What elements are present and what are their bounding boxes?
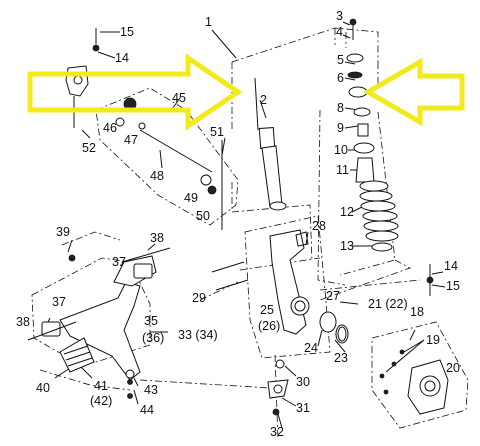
callout-21: 21 (22) <box>368 297 408 311</box>
callout-39: 39 <box>56 225 70 239</box>
callout-38-left: 38 <box>16 315 30 329</box>
callout-2: 2 <box>260 93 267 107</box>
callout-27: 27 <box>326 289 340 303</box>
callout-23: 23 <box>334 351 348 365</box>
callout-46: 46 <box>103 121 117 135</box>
callout-30: 30 <box>296 375 310 389</box>
callout-5: 5 <box>337 53 344 67</box>
callout-15-right: 15 <box>446 279 460 293</box>
callout-15: 15 <box>120 25 134 39</box>
callout-3: 3 <box>336 9 343 23</box>
coil-spring-part <box>359 180 399 242</box>
callout-31: 31 <box>296 401 310 415</box>
parts <box>27 18 449 416</box>
callout-28: 28 <box>312 219 326 233</box>
callout-43: 43 <box>144 383 158 397</box>
highlight-arrow-left <box>362 57 465 127</box>
highlight-arrow-right <box>27 53 243 131</box>
callout-50: 50 <box>196 209 210 223</box>
callout-45: 45 <box>172 91 186 105</box>
callout-42: (42) <box>90 394 112 408</box>
callout-32: 32 <box>270 425 284 439</box>
callout-20: 20 <box>446 361 460 375</box>
callout-18: 18 <box>410 305 424 319</box>
callout-12: 12 <box>340 205 354 219</box>
callout-35: 35 <box>144 314 158 328</box>
callout-33: 33 (34) <box>178 328 218 342</box>
callout-48: 48 <box>150 169 164 183</box>
callout-14-right: 14 <box>444 259 458 273</box>
callout-25: 25 <box>260 303 274 317</box>
callout-49: 49 <box>184 191 198 205</box>
callout-36: (36) <box>142 331 164 345</box>
callout-1: 1 <box>205 15 212 29</box>
callout-11: 11 <box>336 163 349 177</box>
callout-8: 8 <box>337 101 344 115</box>
callout-38: 38 <box>150 231 164 245</box>
callout-40: 40 <box>36 381 50 395</box>
callout-14: 14 <box>115 51 129 65</box>
callout-51: 51 <box>210 125 224 139</box>
callout-9: 9 <box>337 121 344 135</box>
callout-10: 10 <box>334 143 348 157</box>
callout-37-lower: 37 <box>52 295 66 309</box>
callout-29: 29 <box>192 291 206 305</box>
callout-41: 41 <box>94 379 108 393</box>
callout-4: 4 <box>336 25 343 39</box>
callout-24: 24 <box>304 341 318 355</box>
callout-13: 13 <box>340 239 354 253</box>
callout-26: (26) <box>258 319 280 333</box>
callout-44: 44 <box>140 403 154 417</box>
callout-37: 37 <box>112 255 126 269</box>
callout-52: 52 <box>82 141 96 155</box>
callout-47: 47 <box>124 133 138 147</box>
callout-19: 19 <box>426 333 440 347</box>
lower-a-arm-part <box>59 281 141 381</box>
callout-labels: 15 14 1 2 3 4 5 6 8 9 10 11 12 13 14 15 … <box>16 9 460 439</box>
callout-6: 6 <box>337 71 344 85</box>
